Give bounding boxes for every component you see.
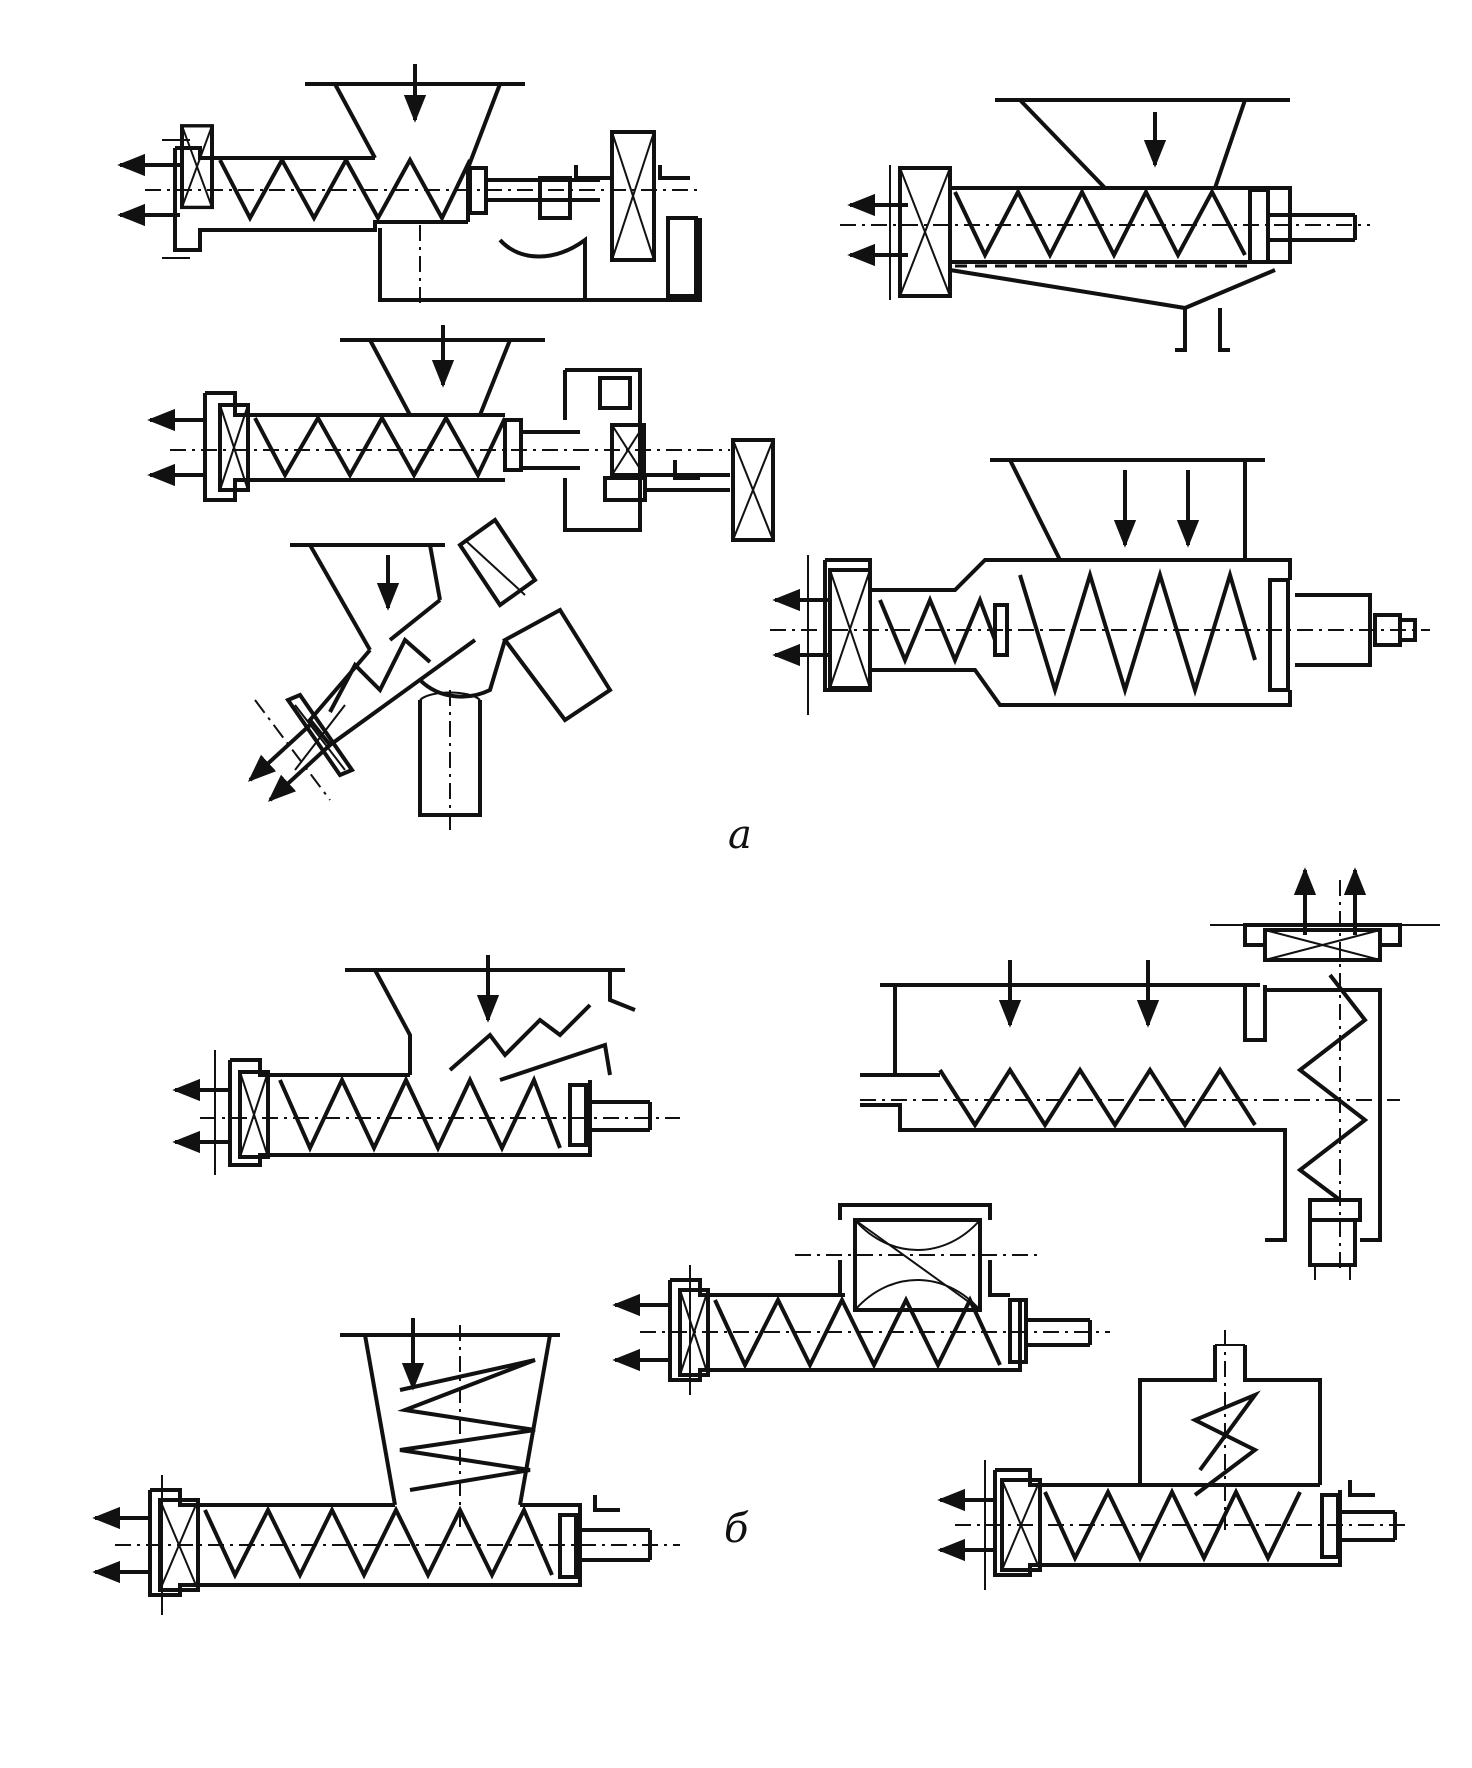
scheme-a1	[117, 64, 702, 305]
scheme-a5	[770, 458, 1430, 715]
scheme-a2	[840, 98, 1370, 352]
scheme-b4	[92, 1318, 680, 1615]
label-group-a: а	[728, 812, 752, 858]
scheme-b5	[937, 1330, 1410, 1590]
scheme-a4	[247, 517, 613, 830]
scheme-b1	[172, 955, 680, 1175]
scheme-b2	[860, 867, 1440, 1280]
scheme-b3	[612, 1203, 1110, 1395]
label-group-b: б	[724, 1506, 749, 1552]
scheme-a3	[147, 325, 775, 542]
